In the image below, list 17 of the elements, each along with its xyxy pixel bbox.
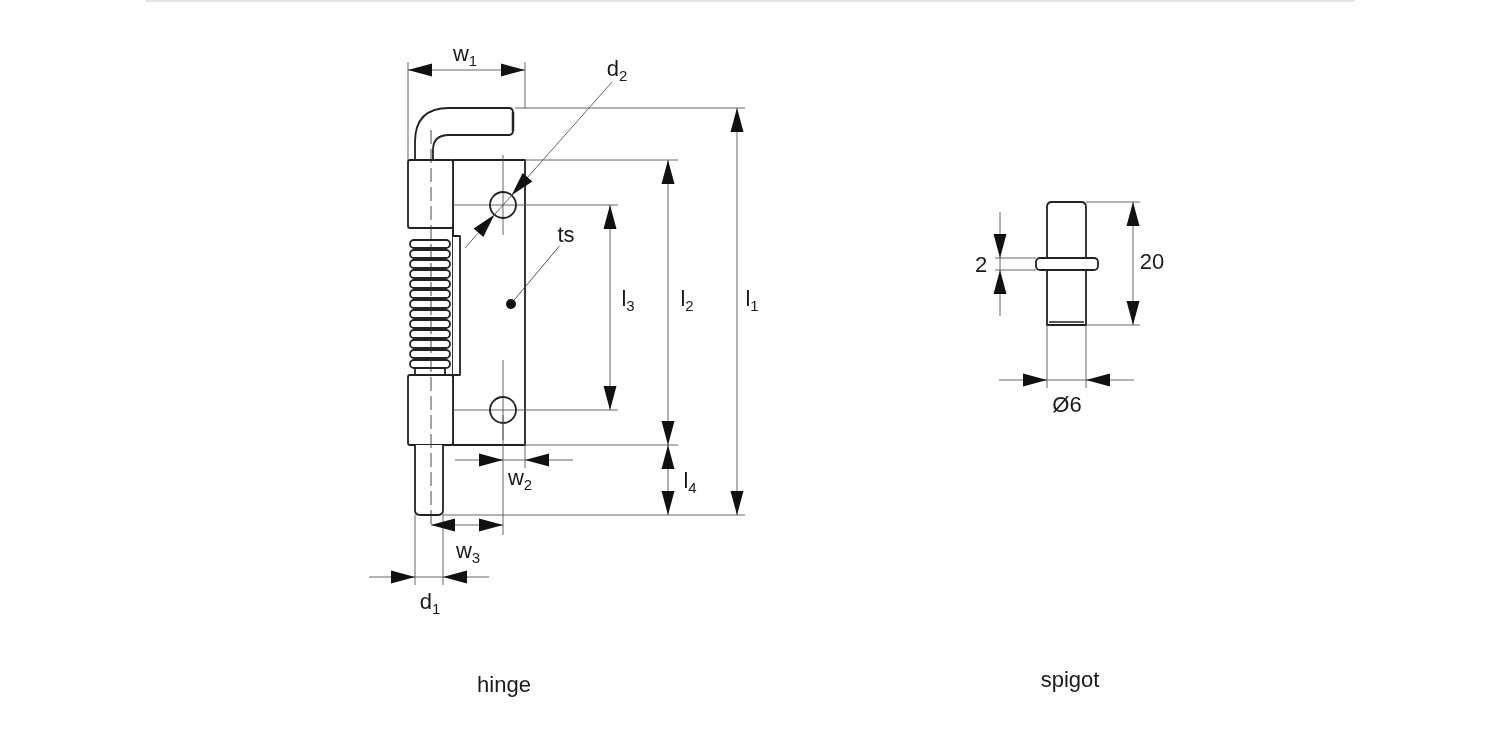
dimension-label: w$_{2}$ <box>507 466 533 492</box>
dimension-label: w$_{1}$ <box>452 42 478 68</box>
dimension-label: l$_{2}$ <box>680 287 694 313</box>
callout-label: ts <box>557 224 575 246</box>
marker-dot <box>506 299 516 309</box>
dimension-label: d$_{1}$ <box>419 590 441 616</box>
dimension-label: 20 <box>1139 251 1165 273</box>
leader-line <box>513 245 560 301</box>
dimension-label: l$_{3}$ <box>621 287 635 313</box>
view-caption: spigot <box>1040 669 1100 691</box>
dimension-label: w$_{3}$ <box>455 539 481 565</box>
dimension-label: 2 <box>974 254 988 276</box>
view-caption: hinge <box>477 674 531 696</box>
dimension-label: l$_{4}$ <box>683 469 697 495</box>
dimension-label: l$_{1}$ <box>745 287 759 313</box>
dimension-label: Ø6 <box>1052 394 1082 416</box>
dimension-label: d$_{2}$ <box>606 57 628 83</box>
